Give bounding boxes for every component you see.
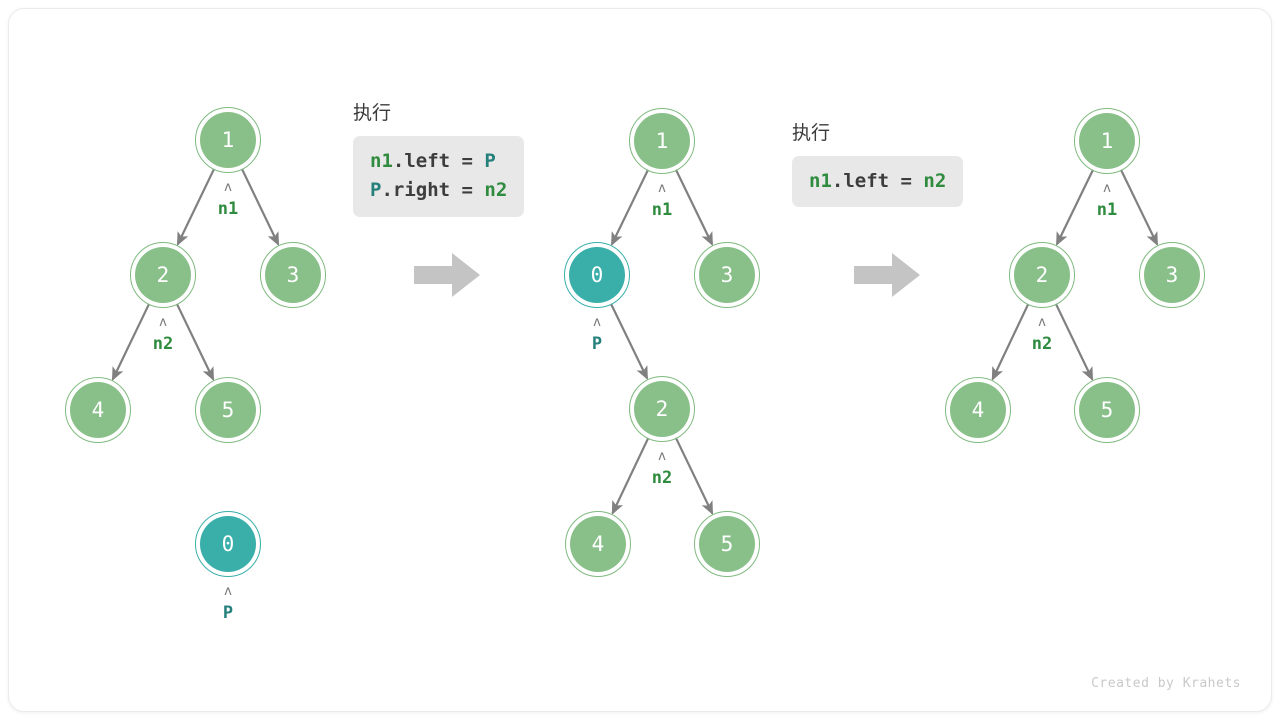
tree-edge [240,168,280,246]
step-arrow-icon [414,253,480,297]
tree-edge [1055,169,1095,246]
node-value: 4 [591,531,605,556]
tree-edge [991,303,1030,381]
tree-node: 4 [565,511,631,577]
tree-node: 5 [694,511,760,577]
node-value: 3 [1165,262,1179,287]
node-value: 2 [156,262,170,287]
tree-edge [674,437,714,515]
node-outer-ring [130,242,196,308]
exec-label: 执行 [792,123,831,144]
node-value: 3 [286,262,300,287]
node-value: 4 [91,397,105,422]
tree-node: 2 [130,242,196,308]
exec-label: 执行 [353,103,392,124]
code-token: n1 [370,150,393,172]
tree-edge-layer [111,168,1159,515]
node-outer-ring [945,377,1011,443]
node-value: 1 [655,128,669,153]
code-token: n1 [809,170,832,192]
node-outer-ring [629,376,695,442]
node-outer-ring [65,377,131,443]
node-outer-ring [694,242,760,308]
tree-node: 3 [694,242,760,308]
code-line: n1.left = P [370,147,507,176]
node-value: 1 [221,127,235,152]
tree-node: 2 [629,376,695,442]
node-outer-ring [195,107,261,173]
tree-edge [611,437,650,515]
code-token: .left = [831,170,924,192]
tree-edge [609,303,649,380]
code-line: P.right = n2 [370,176,507,205]
node-outer-ring [694,511,760,577]
tree-node: 5 [1074,377,1140,443]
node-outer-ring [565,511,631,577]
node-outer-ring [1139,242,1205,308]
tree-edge [111,303,151,381]
code-token: .right = [381,179,485,202]
node-value: 1 [1100,128,1114,153]
tree-node: 1 [195,107,261,173]
tree-node: 3 [1139,242,1205,308]
node-outer-ring [195,377,261,443]
tree-edge [176,168,216,246]
node-outer-ring [564,242,630,308]
node-value: 2 [1035,262,1049,287]
node-outer-ring [195,511,261,577]
code-token: P [370,179,382,202]
tree-edge [175,303,215,381]
node-outer-ring [260,242,326,308]
tree-node: 4 [945,377,1011,443]
tree-edge [1054,303,1094,381]
code-token: n2 [484,179,508,202]
code-token: .left = [392,150,485,172]
node-value: 5 [221,397,235,422]
code-token: n2 [923,170,947,192]
tree-edge [1119,169,1159,246]
node-outer-ring [1074,377,1140,443]
node-value: 4 [971,397,985,422]
node-value: 2 [655,396,669,421]
tree-node: 0 [195,511,261,577]
watermark: Created by Krahets [1091,676,1241,691]
node-outer-ring [629,108,695,174]
tree-node: 2 [1009,242,1075,308]
node-outer-ring [1074,108,1140,174]
tree-edge [674,169,714,246]
tree-node: 0 [564,242,630,308]
node-value: 5 [720,531,734,556]
tree-node: 4 [65,377,131,443]
code-token: P [484,150,496,172]
node-value: 0 [590,262,604,287]
code-box: n1.left = n2 [792,156,964,208]
node-outer-ring [1009,242,1075,308]
node-value: 3 [720,262,734,287]
node-value: 5 [1100,397,1114,422]
callout-2: 执行 n1.left = n2 [792,118,964,208]
tree-node: 3 [260,242,326,308]
tree-node: 5 [195,377,261,443]
tree-node: 1 [629,108,695,174]
tree-edge [610,169,650,246]
tree-node: 1 [1074,108,1140,174]
code-line: n1.left = n2 [809,167,946,196]
step-arrow-icon [854,253,920,297]
node-value: 0 [221,531,235,556]
